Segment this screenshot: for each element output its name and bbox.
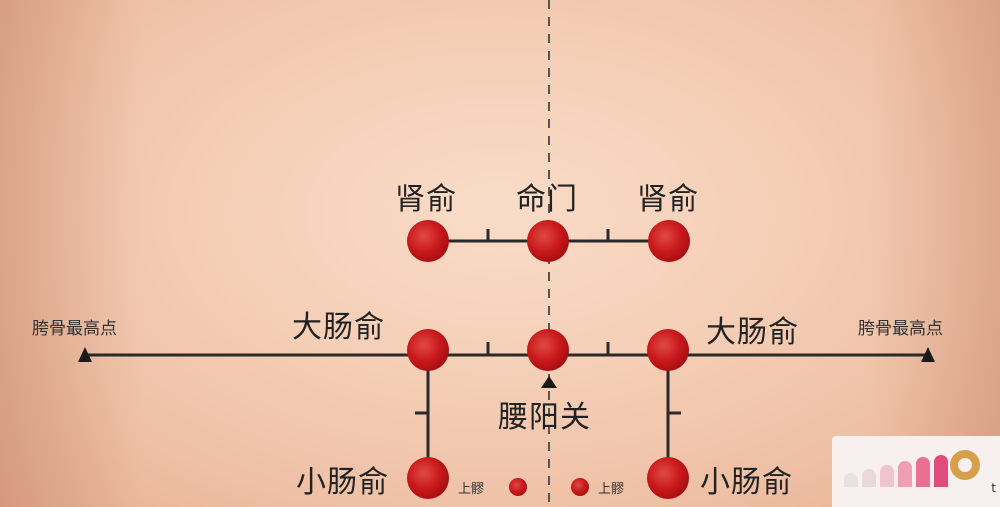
yaoyangguan-marker (541, 376, 557, 388)
point-dachangshu-right (647, 329, 689, 371)
watermark-text: t (991, 481, 996, 495)
label-shenshu-left: 肾俞 (395, 182, 457, 217)
label-yaoyangguan: 腰阳关 (498, 400, 591, 435)
point-shenshu-left (407, 220, 449, 262)
point-xiaochangshu-right (647, 457, 689, 499)
label-mingmen: 命门 (516, 182, 578, 217)
label-shangliao-right: 上髎 (598, 482, 625, 497)
label-shenshu-right: 肾俞 (637, 182, 699, 217)
point-shangliao-left (509, 478, 527, 496)
watermark-bar (862, 469, 876, 487)
point-xiaochangshu-left (407, 457, 449, 499)
left-body-shadow (0, 0, 140, 507)
point-dachangshu-left (407, 329, 449, 371)
iliac-left-arrow (78, 347, 92, 362)
label-iliac-right: 胯骨最高点 (858, 319, 943, 339)
right-body-shadow (870, 0, 1000, 507)
iliac-right-arrow (921, 347, 935, 362)
label-iliac-left: 胯骨最高点 (32, 319, 117, 339)
point-mingmen (527, 220, 569, 262)
point-shenshu-right (648, 220, 690, 262)
watermark-bar (844, 473, 858, 487)
watermark-logo: t (832, 436, 1000, 507)
label-xiaochangshu-left: 小肠俞 (296, 465, 389, 500)
watermark-bar (880, 465, 894, 487)
watermark-swirl-center (958, 458, 972, 472)
point-yaoyangguan (527, 329, 569, 371)
point-shangliao-right (571, 478, 589, 496)
label-xiaochangshu-right: 小肠俞 (700, 465, 793, 500)
label-shangliao-left: 上髎 (458, 482, 485, 497)
watermark-bar (934, 455, 948, 487)
watermark-bar (916, 457, 930, 487)
label-dachangshu-right: 大肠俞 (706, 315, 799, 350)
watermark-bar (898, 461, 912, 487)
label-dachangshu-left: 大肠俞 (292, 310, 385, 345)
